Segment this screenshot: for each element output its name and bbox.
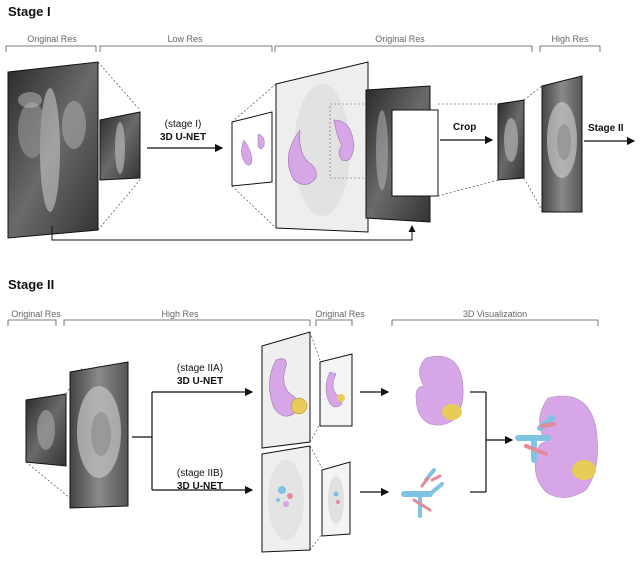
stage2a-network-stage: (stage IIA) (176, 363, 224, 374)
stage2b-network-name: 3D U-NET (176, 481, 224, 492)
stage2-label-original-res: Original Res (11, 309, 61, 319)
stage1-zoom-lines-3 (437, 103, 499, 197)
stage2-label-high-res: High Res (161, 309, 199, 319)
stage1-label-original-res-2: Original Res (375, 34, 425, 44)
vis-kidney-3d (415, 355, 464, 426)
stage2-ct-high-res (69, 361, 129, 509)
stage1-ct-low-res (99, 111, 141, 181)
stage2b-seg-high-res (261, 445, 311, 553)
stage1-zoom-lines-1 (97, 61, 141, 231)
stage2b-network-stage: (stage IIB) (176, 468, 224, 479)
stage1-ct-original-crop (365, 85, 439, 223)
stage2a-seg-original-res (319, 353, 353, 427)
stage2-label-original-res-2: Original Res (315, 309, 365, 319)
vis-merge-lines (470, 391, 514, 493)
vis-vessels-3d (401, 468, 444, 518)
stage1-title: Stage I (8, 4, 51, 19)
stage1-zoom-lines-2 (231, 83, 277, 229)
stage1-label-low-res: Low Res (167, 34, 203, 44)
stage1-network-name: 3D U-NET (159, 132, 207, 143)
stage2b-seg-original-res (321, 461, 351, 537)
stage2-brackets (7, 319, 599, 326)
stage2a-seg-high-res (261, 331, 311, 449)
stage1-skip-connection (51, 225, 416, 241)
stage1-label-high-res: High Res (551, 34, 589, 44)
stage2-label-3d-visualization: 3D Visualization (462, 309, 528, 319)
stage2-title: Stage II (8, 277, 55, 292)
stage2b-zoom-lines (309, 445, 323, 551)
stage1-network-label: (stage I) 3D U-NET (148, 118, 218, 144)
vis-combined-3d (515, 395, 598, 498)
stage2a-zoom-lines (309, 331, 321, 443)
stage1-ct-cropped (497, 99, 525, 181)
stage1-ct-high-res (541, 75, 583, 213)
stage2b-network-label: (stage IIB) 3D U-NET (160, 467, 240, 493)
stage1-ct-original (7, 61, 99, 239)
stage2a-network-name: 3D U-NET (176, 376, 224, 387)
stage2-ct-original (25, 393, 67, 467)
stage1-brackets (5, 45, 601, 52)
crop-label: Crop (453, 122, 477, 133)
stage1-label-original-res: Original Res (27, 34, 77, 44)
stage1-seg-upsampled (275, 61, 369, 233)
stage2a-network-label: (stage IIA) 3D U-NET (160, 362, 240, 388)
stage1-zoom-lines-4 (523, 85, 543, 211)
stage2-next-label: Stage II (588, 123, 624, 134)
stage2-zoom-lines (25, 367, 83, 509)
stage1-network-stage: (stage I) (164, 119, 202, 130)
stage1-seg-low-res (231, 111, 273, 187)
